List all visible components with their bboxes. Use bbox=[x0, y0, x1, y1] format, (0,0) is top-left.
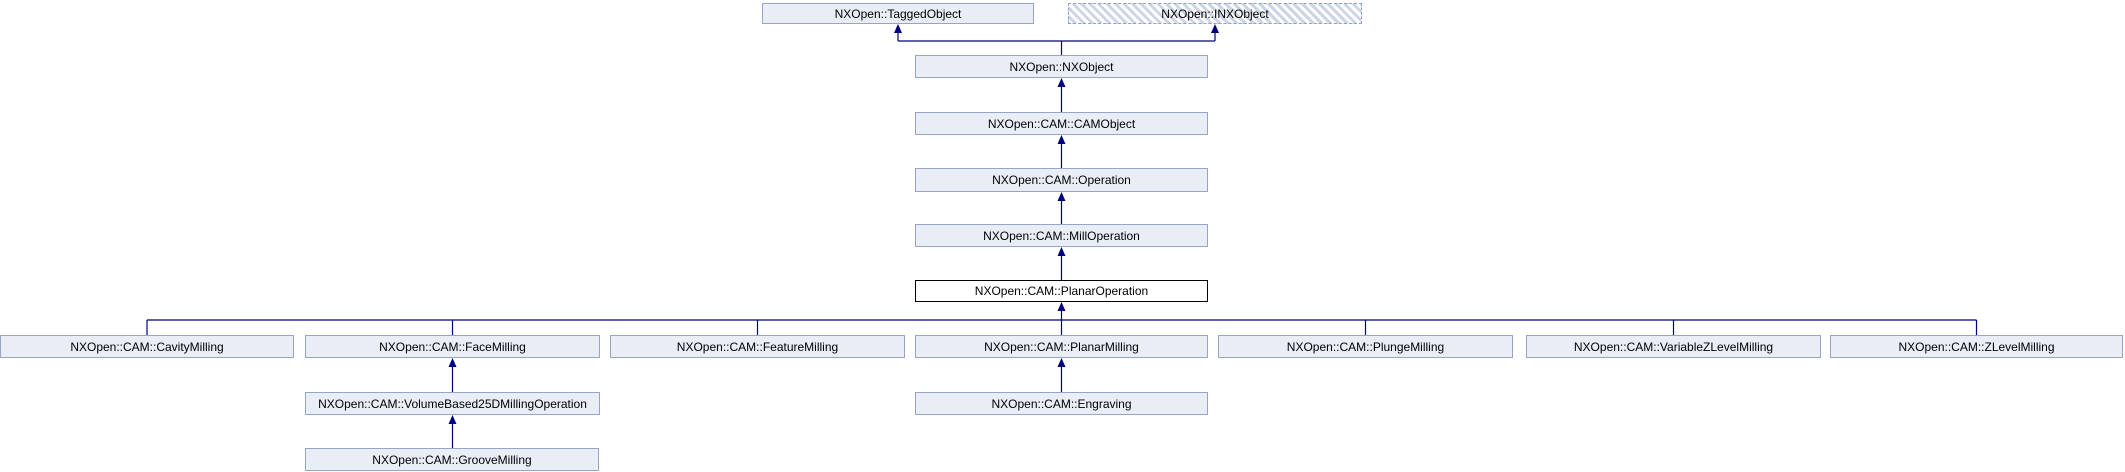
class-node-operation[interactable]: NXOpen::CAM::Operation bbox=[915, 168, 1208, 192]
class-node-milloperation[interactable]: NXOpen::CAM::MillOperation bbox=[915, 224, 1208, 247]
class-node-planarmilling[interactable]: NXOpen::CAM::PlanarMilling bbox=[915, 335, 1208, 358]
class-node-inxobject[interactable]: NXOpen::INXObject bbox=[1068, 3, 1362, 24]
class-node-facemilling[interactable]: NXOpen::CAM::FaceMilling bbox=[305, 335, 600, 358]
class-node-zlevelmilling[interactable]: NXOpen::CAM::ZLevelMilling bbox=[1830, 335, 2123, 358]
arrowheads bbox=[448, 24, 1219, 424]
class-node-engraving[interactable]: NXOpen::CAM::Engraving bbox=[915, 392, 1208, 415]
class-node-planaroperation-main: NXOpen::CAM::PlanarOperation bbox=[915, 280, 1208, 302]
class-node-groovemilling[interactable]: NXOpen::CAM::GrooveMilling bbox=[305, 448, 599, 471]
class-node-cavitymilling[interactable]: NXOpen::CAM::CavityMilling bbox=[0, 335, 294, 358]
class-node-nxobject[interactable]: NXOpen::NXObject bbox=[915, 55, 1208, 78]
class-node-taggedobject[interactable]: NXOpen::TaggedObject bbox=[762, 3, 1034, 24]
class-node-volumebased25dmillingoperation[interactable]: NXOpen::CAM::VolumeBased25DMillingOperat… bbox=[305, 392, 600, 415]
class-node-camobject[interactable]: NXOpen::CAM::CAMObject bbox=[915, 112, 1208, 135]
class-node-variablezlevelmilling[interactable]: NXOpen::CAM::VariableZLevelMilling bbox=[1526, 335, 1821, 358]
class-node-plungemilling[interactable]: NXOpen::CAM::PlungeMilling bbox=[1218, 335, 1513, 358]
class-node-featuremilling[interactable]: NXOpen::CAM::FeatureMilling bbox=[610, 335, 905, 358]
